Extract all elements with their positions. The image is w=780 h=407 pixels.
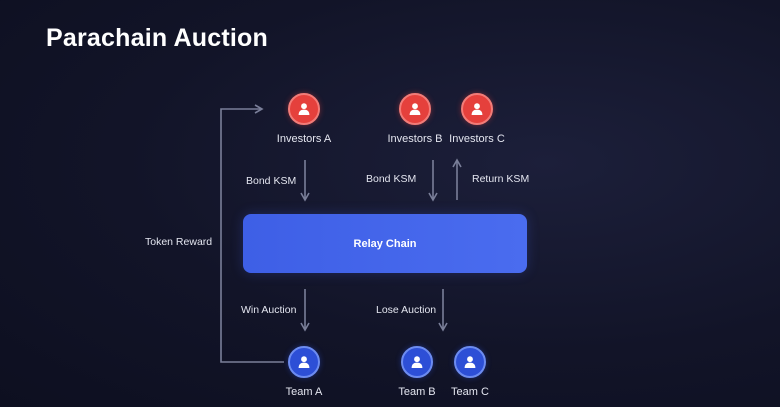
investor-b: Investors B	[370, 93, 460, 145]
token-reward-label: Token Reward	[145, 236, 213, 248]
team-c-label: Team C	[451, 386, 489, 398]
bond-ksm-b-label: Bond KSM	[366, 173, 417, 185]
bond-ksm-a-label: Bond KSM	[246, 175, 297, 187]
investor-a-label: Investors A	[276, 133, 332, 145]
user-icon	[288, 93, 320, 125]
relay-chain: Relay Chain	[243, 214, 527, 273]
investor-b-label: Investors B	[387, 133, 443, 145]
lose-auction-label: Lose Auction	[376, 304, 437, 316]
win-auction-label: Win Auction	[241, 304, 297, 316]
investor-c-label: Investors C	[449, 133, 505, 145]
investor-a: Investors A	[259, 93, 349, 145]
user-icon	[288, 346, 320, 378]
page-title: Parachain Auction	[46, 24, 268, 52]
user-icon	[399, 93, 431, 125]
team-b: Team B	[372, 346, 462, 398]
team-a: Team A	[259, 346, 349, 398]
user-icon	[454, 346, 486, 378]
team-a-label: Team A	[285, 386, 323, 398]
team-b-label: Team B	[398, 386, 436, 398]
token-reward-arrow	[220, 104, 284, 363]
user-icon	[401, 346, 433, 378]
team-c: Team C	[425, 346, 515, 398]
return-ksm-label: Return KSM	[472, 173, 530, 185]
investor-c: Investors C	[432, 93, 522, 145]
user-icon	[461, 93, 493, 125]
